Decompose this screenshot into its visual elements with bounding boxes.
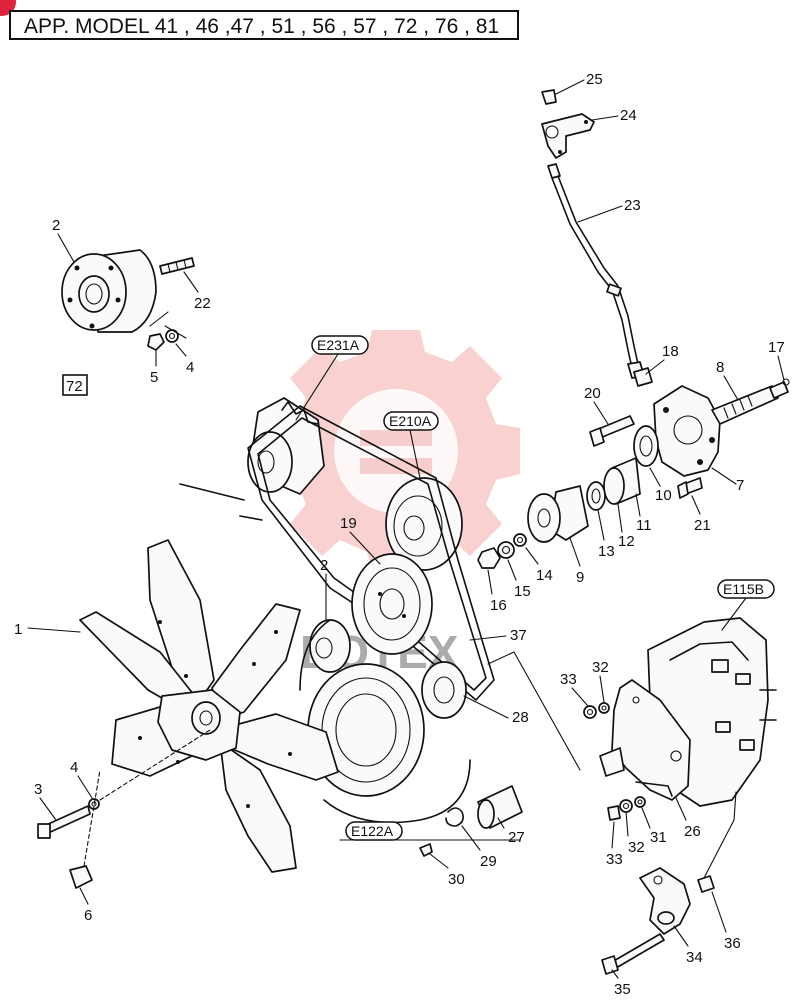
callout-1: 1 xyxy=(14,621,22,638)
pump-mount-bracket xyxy=(487,651,691,821)
svg-text:E231A: E231A xyxy=(317,337,360,353)
injection-pipe-assembly xyxy=(541,89,645,379)
callout-20: 20 xyxy=(584,385,601,402)
callout-29: 29 xyxy=(480,853,497,870)
callout-36: 36 xyxy=(724,935,741,952)
callout-21: 21 xyxy=(694,517,711,534)
callout-32-top: 32 xyxy=(592,659,609,676)
callout-27: 27 xyxy=(508,829,525,846)
callout-37: 37 xyxy=(510,627,527,644)
callout-35: 35 xyxy=(614,981,631,998)
callout-33-bottom: 33 xyxy=(606,851,623,868)
callout-15: 15 xyxy=(514,583,531,600)
callout-8: 8 xyxy=(716,359,724,376)
svg-text:E115B: E115B xyxy=(723,581,764,597)
callout-32-bottom: 32 xyxy=(628,839,645,856)
drive-hub-stack xyxy=(477,425,659,569)
idler-small-parts xyxy=(419,785,523,857)
callout-4-inset: 4 xyxy=(186,359,194,376)
callout-16: 16 xyxy=(490,597,507,614)
inset-model-label: 72 xyxy=(66,378,83,395)
callout-18: 18 xyxy=(662,343,679,360)
svg-text:E122A: E122A xyxy=(351,823,394,839)
ref-injection-pump: E115B xyxy=(717,579,775,599)
belt-drive-system xyxy=(247,397,495,824)
svg-text:E210A: E210A xyxy=(389,413,432,429)
callout-13: 13 xyxy=(598,543,615,560)
callout-34: 34 xyxy=(686,949,703,966)
callout-12: 12 xyxy=(618,533,635,550)
callout-4-main: 4 xyxy=(70,759,78,776)
inset-model-box xyxy=(62,374,88,396)
lower-link-assembly xyxy=(601,791,737,975)
callout-25: 25 xyxy=(586,71,603,88)
ref-pulley: E210A xyxy=(383,411,439,479)
callout-9: 9 xyxy=(576,569,584,586)
inset-flange-assembly xyxy=(61,249,195,351)
callout-28: 28 xyxy=(512,709,529,726)
callout-17: 17 xyxy=(768,339,785,356)
corner-badge xyxy=(0,0,16,16)
callout-3: 3 xyxy=(34,781,42,798)
direction-arrow xyxy=(179,483,245,501)
callout-23: 23 xyxy=(624,197,641,214)
callout-11: 11 xyxy=(636,517,652,534)
callout-22: 22 xyxy=(194,295,211,312)
app-model-text: APP. MODEL 41 , 46 ,47 , 51 , 56 , 57 , … xyxy=(24,15,499,38)
callout-14: 14 xyxy=(536,567,553,584)
callout-6: 6 xyxy=(84,907,92,924)
callout-33-top: 33 xyxy=(560,671,577,688)
ref-case: E122A xyxy=(339,821,521,841)
callout-2-inset: 2 xyxy=(52,217,60,234)
callout-2-main: 2 xyxy=(320,557,328,574)
cooling-fan xyxy=(79,539,339,873)
callout-26: 26 xyxy=(684,823,701,840)
callout-19: 19 xyxy=(340,515,357,532)
app-model-header: APP. MODEL 41 , 46 ,47 , 51 , 56 , 57 , … xyxy=(9,10,519,40)
callout-10: 10 xyxy=(655,487,672,504)
fan-fasteners xyxy=(37,729,211,889)
callout-5-inset: 5 xyxy=(150,369,158,386)
callout-7: 7 xyxy=(736,477,744,494)
callout-24: 24 xyxy=(620,107,637,124)
callout-30: 30 xyxy=(448,871,465,888)
ref-generator: E231A xyxy=(295,335,369,421)
callout-31: 31 xyxy=(650,829,667,846)
